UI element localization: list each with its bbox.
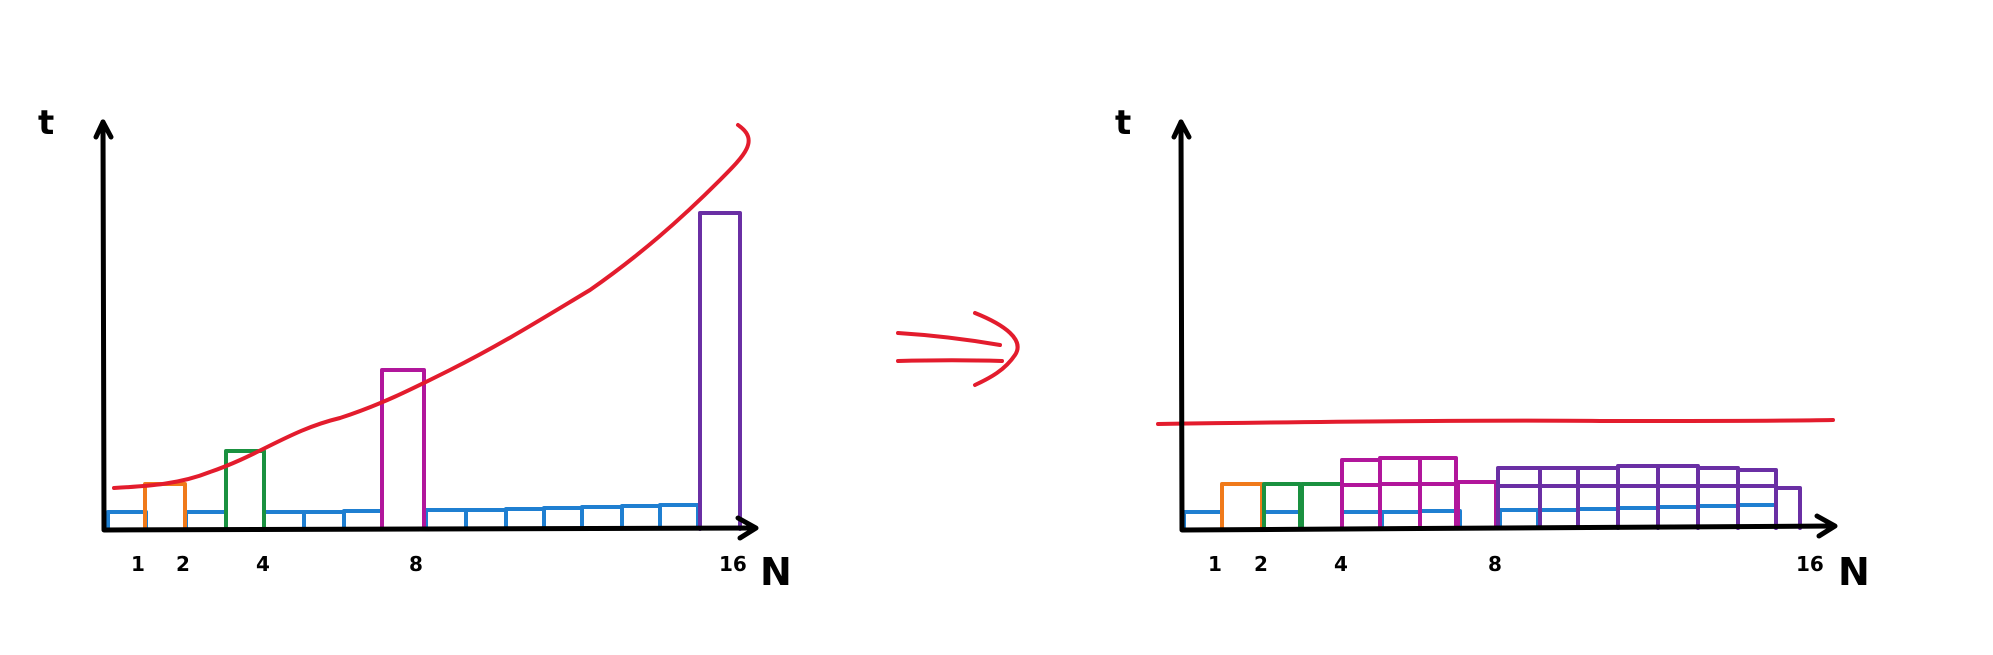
right-x-arrowhead <box>1814 513 1838 539</box>
right-cheap-bar <box>1380 510 1422 529</box>
left-cheap-bar <box>262 510 306 530</box>
right-copy-bar-purple <box>1496 466 1542 530</box>
left-y-arrowhead <box>93 119 114 140</box>
left-cheap-bar <box>620 504 662 529</box>
left-cheap-bar <box>658 503 700 529</box>
right-copy-bar-purple <box>1538 466 1580 530</box>
right-copy-bar-magenta <box>1378 456 1422 530</box>
left-y-axis <box>100 119 107 532</box>
right-copy-bars-purple <box>1496 464 1802 530</box>
right-y-arrowhead <box>1171 119 1192 140</box>
right-cheap-bar <box>1696 504 1740 529</box>
left-x-arrowhead <box>735 515 759 541</box>
right-cheap-bar <box>1340 510 1384 529</box>
right-cheap-bar <box>1260 510 1304 530</box>
left-tick-4: 4 <box>256 552 270 576</box>
right-tick-4: 4 <box>1334 552 1348 576</box>
left-x-axis <box>101 525 758 533</box>
right-copy-bar-purple <box>1774 486 1802 530</box>
right-copy-bar-green <box>1300 482 1344 530</box>
right-cheap-bar <box>1656 505 1700 529</box>
left-cheap-bar <box>542 506 584 529</box>
right-copy-bar-magenta <box>1418 456 1458 530</box>
right-panel <box>1156 119 1838 539</box>
right-copy-bar-magenta <box>1456 480 1498 530</box>
right-cheap-bar <box>1536 508 1580 529</box>
left-tick-16: 16 <box>719 552 747 576</box>
right-copy-bar-purple <box>1696 466 1740 530</box>
right-cheap-bar <box>1498 508 1540 529</box>
left-copy-bar-8 <box>698 211 742 531</box>
right-cheap-bar <box>1736 503 1778 529</box>
right-copy-bars-magenta <box>1340 456 1498 530</box>
right-cheap-bar <box>1182 510 1224 530</box>
right-copy-bars-green <box>1262 482 1344 530</box>
left-cheap-bars <box>106 503 700 530</box>
left-cheap-bar <box>504 507 546 529</box>
left-tick-2: 2 <box>176 552 190 576</box>
right-copy-bar-purple <box>1616 464 1660 530</box>
double-arrow-icon <box>896 311 1020 387</box>
right-tick-16: 16 <box>1796 552 1824 576</box>
right-cheap-bar <box>1576 507 1620 529</box>
right-x-axis-label: N <box>1838 550 1870 594</box>
left-cost-curve <box>112 123 751 490</box>
right-copy-bar-purple <box>1656 464 1700 530</box>
left-cheap-bar <box>184 510 228 530</box>
right-tick-2: 2 <box>1254 552 1268 576</box>
right-copy-bar-orange <box>1220 482 1264 532</box>
right-x-axis <box>1179 523 1837 533</box>
right-copy-bar-purple <box>1576 466 1620 530</box>
left-cheap-bar <box>342 509 384 529</box>
left-x-axis-label: N <box>760 550 792 594</box>
right-tick-8: 8 <box>1488 552 1502 576</box>
left-panel <box>93 119 759 541</box>
left-cheap-bar <box>580 505 624 529</box>
left-tick-8: 8 <box>409 552 423 576</box>
left-cheap-bar <box>106 510 148 530</box>
right-copy-bar-magenta <box>1340 458 1382 530</box>
right-y-axis <box>1178 119 1185 532</box>
left-copy-bar-1 <box>143 482 187 531</box>
right-y-axis-label: t <box>1115 103 1131 143</box>
right-copy-bar-green <box>1262 482 1302 530</box>
left-y-axis-label: t <box>38 103 54 143</box>
left-cheap-bar <box>424 508 468 529</box>
right-cost-line <box>1156 418 1835 426</box>
right-tick-1: 1 <box>1208 552 1222 576</box>
left-cheap-bar <box>464 508 508 529</box>
left-copy-bar-2 <box>224 449 266 531</box>
left-tick-1: 1 <box>131 552 145 576</box>
right-copy-bar-purple <box>1736 468 1778 530</box>
right-cheap-bar <box>1616 506 1660 529</box>
left-copy-bar-4 <box>380 368 426 531</box>
left-cheap-bar <box>302 510 346 529</box>
